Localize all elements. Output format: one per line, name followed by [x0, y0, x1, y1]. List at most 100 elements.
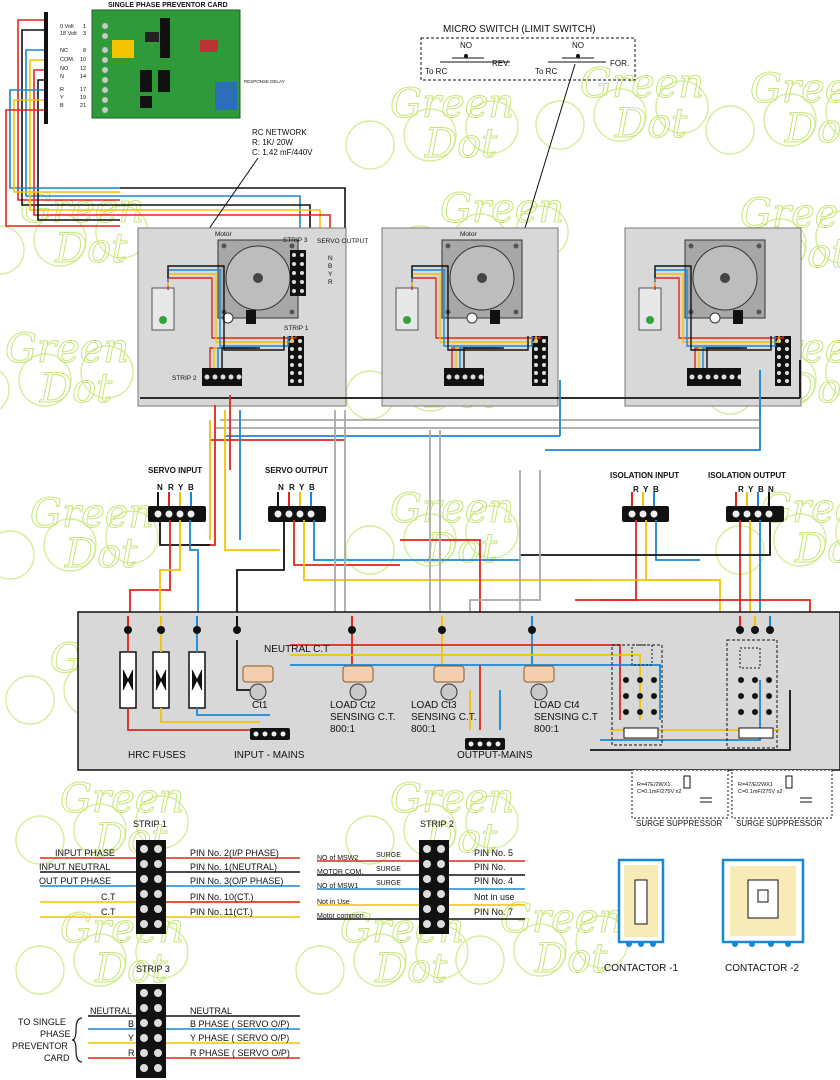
watermark-text: Green [390, 81, 514, 127]
servo-panel-3 [624, 227, 802, 407]
svg-text:N: N [278, 483, 284, 492]
svg-text:PIN No. 11(CT.): PIN No. 11(CT.) [190, 907, 253, 917]
svg-text:STRIP 3: STRIP 3 [136, 964, 170, 974]
svg-text:B: B [328, 263, 332, 270]
connector-terminal [157, 626, 165, 634]
svg-text:PIN No. 1(NEUTRAL): PIN No. 1(NEUTRAL) [190, 862, 277, 872]
svg-text:B: B [653, 485, 659, 494]
svg-text:18 Volt: 18 Volt [60, 31, 77, 37]
strip-legends [40, 840, 525, 1078]
svg-text:PIN No. 5: PIN No. 5 [474, 848, 513, 858]
svg-text:OUT PUT PHASE: OUT PUT PHASE [39, 876, 111, 886]
terminal-labels: SERVO INPUT SERVO OUTPUT ISOLATION INPUT… [148, 466, 786, 480]
terminal-block-4 [726, 492, 784, 522]
svg-text:SENSING C.T.: SENSING C.T. [330, 712, 396, 723]
svg-text:CONTACTOR -1: CONTACTOR -1 [604, 963, 679, 974]
svg-text:RC NETWORK: RC NETWORK [252, 128, 307, 137]
svg-text:Y: Y [328, 271, 333, 278]
svg-text:Motor common: Motor common [317, 913, 364, 920]
svg-text:SERVO OUTPUT: SERVO OUTPUT [265, 466, 328, 475]
svg-text:R: R [289, 483, 295, 492]
watermark-text: Green [30, 491, 154, 537]
connector-terminal [233, 626, 241, 634]
svg-text:Not in use: Not in use [474, 892, 515, 902]
svg-text:SERVO INPUT: SERVO INPUT [148, 466, 202, 475]
connector-terminal [766, 626, 774, 634]
svg-text:B: B [309, 483, 315, 492]
svg-text:Y: Y [60, 95, 64, 101]
card-pot [215, 82, 237, 110]
svg-text:NO: NO [60, 66, 69, 72]
svg-text:STRIP 2: STRIP 2 [420, 819, 454, 829]
watermark-text: Dot [54, 226, 128, 272]
watermark-text: Green [440, 186, 564, 232]
watermark-text: Dot [374, 946, 448, 992]
input-mains-label: INPUT - MAINS [234, 750, 305, 761]
svg-text:Not in Use: Not in Use [317, 899, 350, 906]
svg-text:17: 17 [80, 87, 86, 93]
svg-text:ISOLATION INPUT: ISOLATION INPUT [610, 471, 679, 480]
svg-text:MOTOR COM.: MOTOR COM. [317, 869, 363, 876]
hrc-fuses [119, 651, 206, 709]
svg-text:Y: Y [128, 1033, 134, 1043]
output-mains-label: OUTPUT-MAINS [457, 750, 533, 761]
card-ic [145, 32, 159, 42]
watermark-text: Dot [424, 526, 498, 572]
svg-text:SURGE: SURGE [376, 852, 401, 859]
svg-text:10: 10 [80, 57, 86, 63]
svg-text:NO of MSW1: NO of MSW1 [317, 883, 358, 890]
svg-text:NO: NO [572, 41, 584, 50]
svg-text:C=0.1mF/275V x2: C=0.1mF/275V x2 [637, 789, 681, 795]
svg-text:Motor: Motor [460, 231, 477, 238]
watermark-text: Green [60, 776, 184, 822]
panel-bus [140, 360, 801, 451]
svg-text:R=47/E/2WX1: R=47/E/2WX1 [738, 782, 773, 788]
servo-panel-1 [137, 227, 347, 407]
terminal-block-2 [268, 492, 326, 522]
contactor-1: CONTACTOR -1 [604, 858, 679, 974]
svg-text:C=0.1mF/275V x2: C=0.1mF/275V x2 [738, 789, 782, 795]
watermark-text: Green [5, 326, 129, 372]
svg-text:N: N [768, 485, 774, 494]
svg-text:800:1: 800:1 [411, 724, 436, 735]
svg-text:INPUT PHASE: INPUT PHASE [55, 848, 115, 858]
svg-text:B: B [758, 485, 764, 494]
svg-text:ISOLATION OUTPUT: ISOLATION OUTPUT [708, 471, 786, 480]
card-ic-2 [160, 18, 170, 58]
svg-text:SURGE SUPPRESSOR: SURGE SUPPRESSOR [736, 819, 822, 828]
svg-text:N: N [328, 255, 333, 262]
svg-text:B PHASE ( SERVO O/P): B PHASE ( SERVO O/P) [190, 1019, 289, 1029]
surge-suppressors: R=47E/2WX1 C=0.1mF/275V x2 R=47/E/2WX1 C… [631, 769, 833, 828]
terminal-blocks [148, 492, 784, 522]
svg-text:21: 21 [80, 103, 86, 109]
svg-text:PIN No. 10(CT.): PIN No. 10(CT.) [190, 892, 254, 902]
svg-text:R=47E/2WX1: R=47E/2WX1 [637, 782, 670, 788]
contactor-schematics [611, 639, 778, 749]
servo-panels [137, 227, 802, 407]
svg-text:800:1: 800:1 [534, 724, 559, 735]
strip2-legend-text: STRIP 2 NO of MSW2 MOTOR COM. NO of MSW1… [317, 819, 515, 920]
svg-text:C: 1.42 mF/440V: C: 1.42 mF/440V [252, 148, 313, 157]
card-title: SINGLE PHASE PREVENTOR CARD [108, 2, 228, 9]
watermark-text: Dot [614, 101, 688, 147]
svg-text:R: R [633, 485, 639, 494]
watermark-text: Green [20, 186, 144, 232]
mains-block-1 [250, 728, 290, 740]
svg-text:B: B [60, 103, 64, 109]
svg-text:R: 1K/ 20W: R: 1K/ 20W [252, 138, 293, 147]
connector-terminal [348, 626, 356, 634]
card-relay [112, 40, 134, 58]
response-delay-label: RESPONSE DELAY [244, 79, 285, 84]
svg-text:STRIP 1: STRIP 1 [284, 325, 309, 332]
svg-text:N: N [157, 483, 163, 492]
svg-text:TO SINGLE: TO SINGLE [18, 1017, 66, 1027]
svg-text:STRIP 2: STRIP 2 [172, 375, 197, 382]
svg-text:To RC: To RC [535, 67, 557, 76]
svg-text:MICRO SWITCH (LIMIT SWITCH): MICRO SWITCH (LIMIT SWITCH) [443, 24, 596, 35]
svg-text:SURGE SUPPRESSOR: SURGE SUPPRESSOR [636, 819, 722, 828]
watermark-text: Dot [794, 526, 840, 572]
svg-text:Y: Y [299, 483, 305, 492]
